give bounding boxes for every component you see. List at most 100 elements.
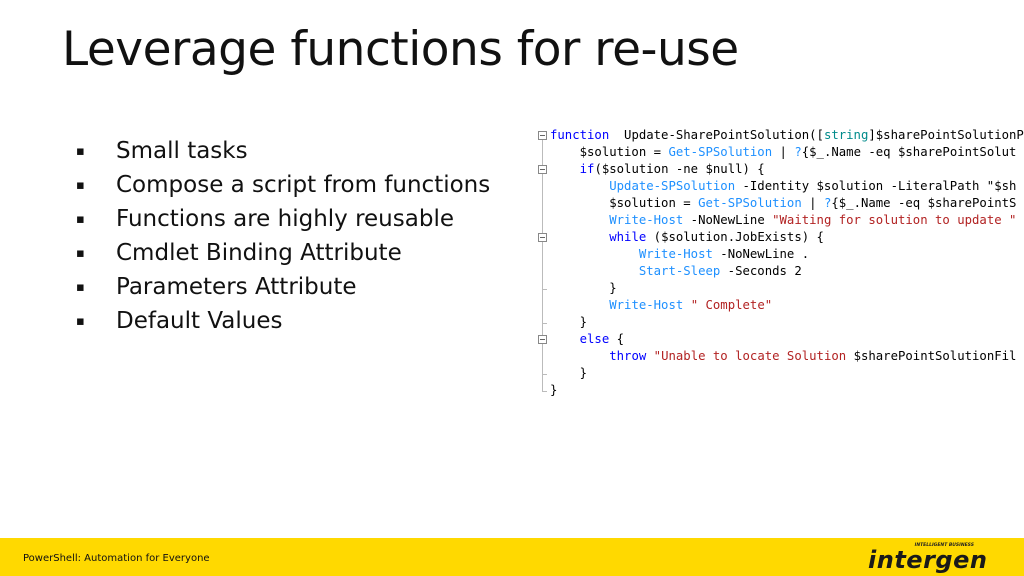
footer-text: PowerShell: Automation for Everyone	[23, 553, 210, 564]
code-token: $solution =	[550, 145, 669, 159]
intergen-logo: INTELLIGENT BUSINESS intergen	[866, 543, 987, 574]
code-token: ]$sharePointSolutionP	[868, 128, 1024, 142]
bullet-list: ▪ Small tasks ▪ Compose a script from funct…	[76, 134, 490, 338]
footer-bar: PowerShell: Automation for Everyone	[0, 538, 1024, 576]
code-token	[550, 162, 580, 176]
outline-guide	[542, 344, 543, 374]
code-token: Write-Host	[638, 247, 713, 261]
bullet-text: Cmdlet Binding Attribute	[116, 240, 402, 266]
code-token: {$_.Name -eq $sharePointS	[831, 196, 1017, 210]
code-token	[550, 298, 609, 312]
code-token	[550, 349, 609, 363]
code-line: if($solution -ne $null) {	[550, 161, 765, 178]
code-token: while	[609, 230, 647, 244]
bullet-item: ▪ Functions are highly reusable	[76, 202, 490, 236]
collapse-toggle-icon[interactable]	[538, 233, 547, 242]
code-line: }	[550, 382, 557, 399]
code-token	[550, 332, 580, 346]
bullet-square-icon: ▪	[76, 143, 85, 159]
bullet-item: ▪ Parameters Attribute	[76, 270, 490, 304]
bullet-text: Parameters Attribute	[116, 274, 357, 300]
code-line: }	[550, 365, 587, 382]
bullet-item: ▪ Default Values	[76, 304, 490, 338]
code-token: Write-Host	[609, 298, 684, 312]
code-line: }	[550, 314, 587, 331]
bullet-item: ▪ Small tasks	[76, 134, 490, 168]
code-token: function	[550, 128, 610, 142]
code-token: "Unable to locate Solution	[653, 349, 854, 363]
code-token	[683, 298, 690, 312]
code-token: }	[550, 366, 588, 380]
code-token: else	[579, 332, 610, 346]
bullet-text: Functions are highly reusable	[116, 206, 454, 232]
code-line: Write-Host -NoNewLine "Waiting for solut…	[550, 212, 1016, 229]
code-line: Start-Sleep -Seconds 2	[550, 263, 802, 280]
outline-guide-end	[542, 374, 547, 375]
code-token: {$_.Name -eq $sharePointSolut	[801, 145, 1017, 159]
code-token: |	[801, 196, 824, 210]
code-line: $solution = Get-SPSolution | ?{$_.Name -…	[550, 195, 1016, 212]
code-line: function Update-SharePointSolution([stri…	[550, 127, 1024, 144]
code-line: Write-Host " Complete"	[550, 297, 772, 314]
code-token: $sharePointSolutionFil	[853, 349, 1017, 363]
bullet-square-icon: ▪	[76, 279, 85, 295]
code-token: " Complete"	[690, 298, 773, 312]
logo-wordmark: intergen	[868, 546, 988, 574]
collapse-toggle-icon[interactable]	[538, 131, 547, 140]
code-token: -Seconds 2	[720, 264, 802, 278]
outline-guide	[542, 242, 543, 289]
bullet-square-icon: ▪	[76, 313, 85, 329]
code-token: Start-Sleep	[638, 264, 721, 278]
logo-tagline: INTELLIGENT BUSINESS	[914, 543, 974, 548]
code-token: if	[579, 162, 595, 176]
bullet-text: Default Values	[116, 308, 283, 334]
code-token: ?	[794, 145, 802, 159]
code-token	[550, 230, 609, 244]
code-token: string	[823, 128, 869, 142]
code-snippet: function Update-SharePointSolution([stri…	[536, 126, 1024, 404]
bullet-item: ▪ Compose a script from functions	[76, 168, 490, 202]
code-token: }	[550, 383, 558, 397]
bullet-text: Small tasks	[116, 138, 248, 164]
code-line: Update-SPSolution -Identity $solution -L…	[550, 178, 1016, 195]
code-line: $solution = Get-SPSolution | ?{$_.Name -…	[550, 144, 1017, 161]
code-token: $solution =	[550, 196, 699, 210]
bullet-square-icon: ▪	[76, 177, 85, 193]
code-token: -Identity $solution -LiteralPath "$sh	[735, 179, 1017, 193]
code-token: -NoNewLine .	[712, 247, 810, 261]
outline-guide-end	[542, 289, 547, 290]
code-line: while ($solution.JobExists) {	[550, 229, 824, 246]
collapse-toggle-icon[interactable]	[538, 165, 547, 174]
code-token	[646, 349, 653, 363]
code-token: |	[772, 145, 795, 159]
code-token: }	[550, 315, 588, 329]
code-token: "Waiting for solution to update "	[772, 213, 1017, 227]
code-token: Update-SPSolution	[609, 179, 736, 193]
code-token: -NoNewLine	[683, 213, 773, 227]
code-token: ($solution -ne $null) {	[594, 162, 765, 176]
code-token: Write-Host	[609, 213, 684, 227]
code-token: throw	[609, 349, 647, 363]
outline-guide-end	[542, 323, 547, 324]
code-token: Get-SPSolution	[698, 196, 802, 210]
code-token: ?	[823, 196, 832, 210]
code-line: throw "Unable to locate Solution $shareP…	[550, 348, 1016, 365]
code-token: ($solution.JobExists) {	[646, 230, 824, 244]
code-token	[550, 264, 639, 278]
bullet-text: Compose a script from functions	[116, 172, 491, 198]
code-token: }	[550, 281, 617, 295]
code-token	[550, 213, 609, 227]
bullet-item: ▪ Cmdlet Binding Attribute	[76, 236, 490, 270]
collapse-toggle-icon[interactable]	[538, 335, 547, 344]
code-token: Get-SPSolution	[668, 145, 773, 159]
slide-title: Leverage functions for re-use	[62, 22, 739, 77]
code-token	[550, 179, 609, 193]
code-line: Write-Host -NoNewLine .	[550, 246, 809, 263]
code-line: else {	[550, 331, 624, 348]
bullet-square-icon: ▪	[76, 245, 85, 261]
code-line: }	[550, 280, 617, 297]
code-token: {	[609, 332, 625, 346]
bullet-square-icon: ▪	[76, 211, 85, 227]
code-token	[550, 247, 639, 261]
outline-guide-end	[542, 391, 547, 392]
